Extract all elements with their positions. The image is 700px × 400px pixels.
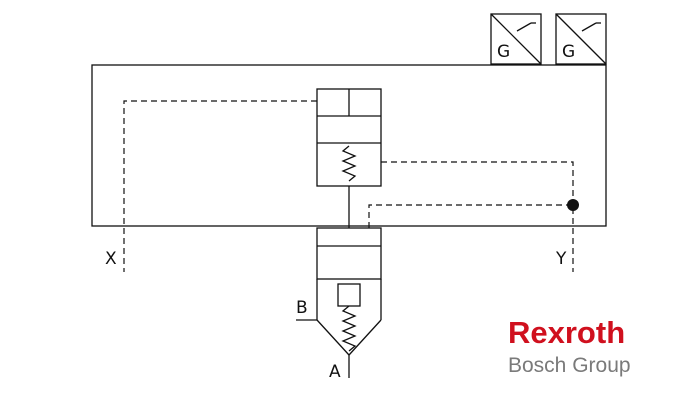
logo-group: Bosch Group [508,354,631,377]
pilot-line-x [123,100,317,272]
port-label-x: X [105,249,117,269]
rexroth-logo: Rexroth Bosch Group [508,315,631,377]
switch-label-2: G [562,42,575,62]
pilot-line-upper [381,161,574,205]
pilot-spring [341,145,357,182]
port-label-a: A [329,362,341,382]
switch-label-1: G [497,42,510,62]
pressure-switch-1 [490,13,542,65]
poppet-spring [341,305,357,352]
logo-brand: Rexroth [508,315,625,350]
port-label-y: Y [555,249,567,269]
poppet-seat [337,283,361,307]
port-label-b: B [296,298,308,318]
main-stage [296,227,382,378]
junction-dot [567,199,579,211]
pressure-switch-2 [555,13,607,65]
pilot-line-lower [368,204,574,272]
pilot-valve [316,88,382,187]
